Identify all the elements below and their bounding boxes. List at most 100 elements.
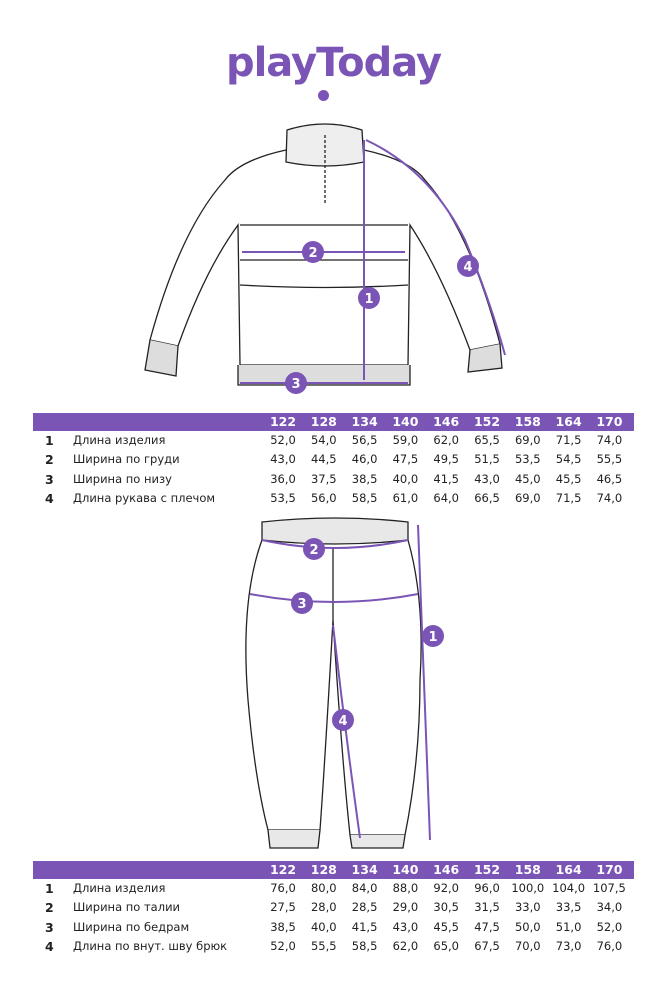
logo-dot [318,90,329,101]
row-label: Ширина по груди [73,452,180,467]
table-cell: 62,0 [433,433,459,447]
marker-label: 3 [291,377,300,392]
table-cell: 55,5 [596,452,623,467]
table-cell: 45,0 [514,471,541,486]
row-label: Длина изделия [73,433,166,447]
size-header: 170 [596,414,623,429]
table-cell: 52,0 [270,938,296,953]
marker-label: 3 [297,597,306,612]
table-cell: 61,0 [392,490,419,505]
row-label: Длина рукава с плечом [73,490,216,505]
row-label: Ширина по бедрам [73,919,190,934]
table-cell: 96,0 [474,881,500,895]
table-cell: 47,5 [392,452,419,467]
size-header: 158 [514,862,541,877]
brand-logo: playToday [225,40,442,86]
table-cell: 53,5 [514,452,541,467]
row-number: 1 [45,433,54,448]
table-cell: 38,5 [270,919,296,934]
size-header: 140 [392,862,419,877]
table-cell: 47,5 [474,919,500,934]
size-header: 146 [433,414,460,429]
size-header: 164 [555,862,582,877]
table-cell: 51,5 [474,452,500,467]
table-cell: 58,5 [351,490,378,505]
size-header: 158 [514,414,541,429]
table-cell: 40,0 [310,919,337,934]
table-cell: 53,5 [270,490,296,505]
row-number: 1 [45,881,54,896]
table-cell: 62,0 [392,938,419,953]
table-cell: 70,0 [514,938,541,953]
marker-label: 1 [428,630,437,645]
table-cell: 69,0 [514,433,541,447]
table-cell: 50,0 [514,919,541,934]
size-header: 134 [351,414,378,429]
table-cell: 41,5 [351,919,378,934]
table-cell: 43,0 [474,471,500,486]
table-cell: 43,0 [392,919,419,934]
table-cell: 46,0 [351,452,378,467]
table-cell: 59,0 [392,433,419,447]
row-label: Ширина по низу [73,471,172,486]
table-cell: 46,5 [596,471,623,486]
row-number: 3 [45,919,54,935]
marker-4 [457,255,479,277]
marker-label: 4 [463,260,472,275]
table-cell: 28,5 [351,900,378,915]
jacket-drawing: 1 2 3 4 [144,123,506,394]
table-cell: 71,5 [555,490,582,505]
row-number: 4 [45,490,54,506]
marker-label: 2 [308,246,317,261]
table-cell: 100,0 [511,881,545,895]
table-cell: 52,0 [596,919,623,934]
table-cell: 69,0 [514,490,541,505]
table-cell: 44,5 [310,452,337,467]
table-cell: 36,0 [270,471,296,486]
table-cell: 41,5 [433,471,459,486]
table-cell: 65,0 [433,938,459,953]
size-header: 122 [269,414,297,429]
size-header: 146 [433,862,460,877]
table-cell: 54,0 [310,433,337,447]
table-cell: 33,5 [555,900,582,915]
table-cell: 88,0 [392,881,419,895]
table-cell: 38,5 [351,471,378,486]
row-number: 4 [45,938,54,954]
table-cell: 66,5 [474,490,500,505]
row-label: Длина по внут. шву брюк [73,938,228,953]
size-header: 134 [351,862,378,877]
table-cell: 37,5 [310,471,337,486]
row-number: 3 [45,471,54,487]
row-number: 2 [45,452,54,468]
table-cell: 29,0 [392,900,419,915]
pants-drawing: 1 2 3 4 [245,517,444,849]
table-cell: 31,5 [474,900,500,915]
table-cell: 55,5 [310,938,337,953]
table-cell: 71,5 [555,433,582,447]
table-cell: 52,0 [270,433,296,447]
size-header: 128 [310,414,337,429]
table-cell: 56,5 [351,433,378,447]
size-header: 164 [555,414,582,429]
table-cell: 27,5 [270,900,296,915]
table-cell: 76,0 [596,938,623,953]
size-header: 152 [473,862,501,877]
marker-label: 2 [309,543,318,558]
table-cell: 74,0 [596,433,623,447]
table-cell: 34,0 [596,900,623,915]
table-cell: 49,5 [433,452,459,467]
row-number: 2 [45,900,54,916]
table-cell: 28,0 [310,900,337,915]
table-cell: 51,0 [555,919,582,934]
table-cell: 73,0 [555,938,582,953]
marker-label: 4 [338,714,347,729]
